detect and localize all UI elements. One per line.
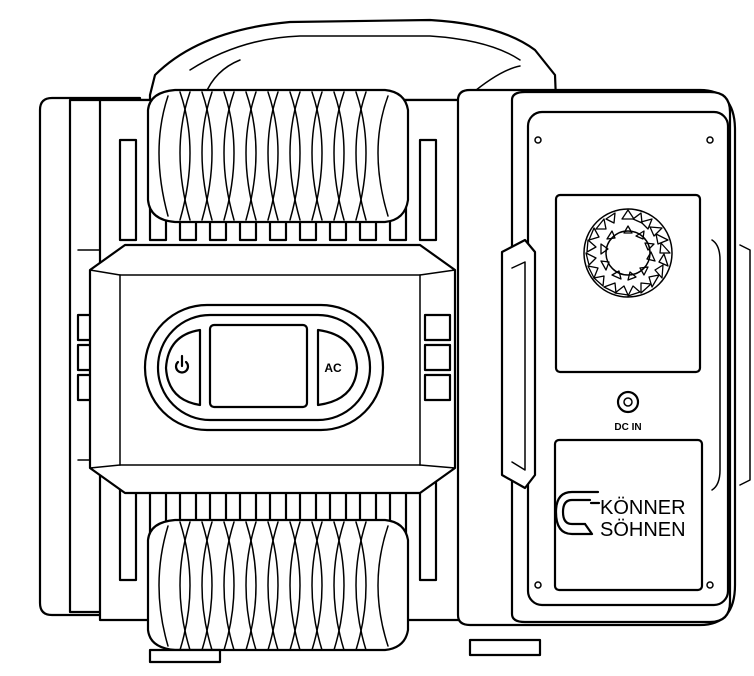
ac-button[interactable]: AC [316, 328, 359, 407]
lcd-screen [208, 323, 309, 409]
bottom-ribbed-bumper [146, 518, 542, 664]
ac-button-label: AC [324, 361, 342, 375]
brand-logo [554, 490, 601, 536]
dc-in-port[interactable] [616, 390, 640, 414]
power-button[interactable] [164, 328, 202, 407]
dc-in-label: DC IN [614, 422, 641, 433]
side-panel: DC IN KÖNNER SÖHNEN [456, 88, 751, 627]
brand-name-line2: SÖHNEN [600, 519, 686, 541]
brand-name-line1: KÖNNER [600, 497, 686, 519]
fan-grille [583, 208, 673, 298]
carry-handle [148, 18, 558, 102]
top-ribbed-bumper [146, 88, 410, 224]
power-icon [174, 354, 190, 374]
